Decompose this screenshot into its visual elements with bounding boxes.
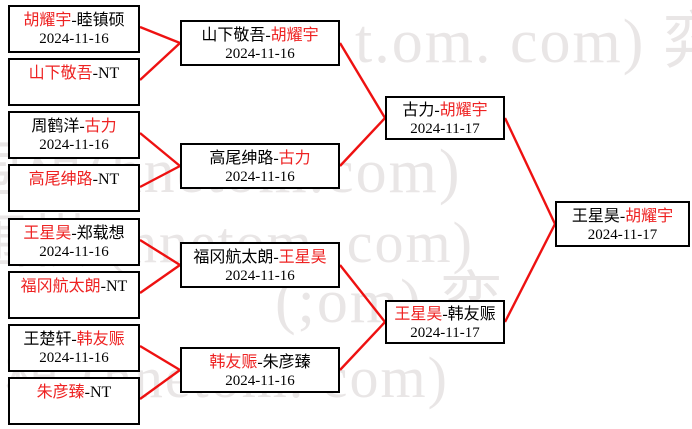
match-players: 韩友赈-朱彦臻 — [209, 354, 310, 372]
match-players: 山下敬吾-胡耀宇 — [201, 27, 318, 45]
player-separator: - — [434, 101, 440, 119]
match-date: 2024-11-16 — [39, 243, 109, 260]
match-date: 2024-11-16 — [225, 267, 295, 284]
player-separator: - — [265, 26, 271, 44]
match-box-r1-2[interactable]: 山下敬吾-NT — [8, 58, 140, 106]
player-separator: - — [92, 171, 98, 188]
player-left: 王星昊 — [23, 225, 72, 242]
player-left: 朱彦臻 — [36, 384, 85, 401]
match-date: 2024-11-17 — [587, 226, 658, 243]
player-separator: - — [257, 353, 263, 371]
match-players: 福冈航太朗-NT — [21, 278, 128, 296]
match-date: 2024-11-16 — [225, 168, 295, 185]
match-date: 2024-11-16 — [39, 349, 109, 366]
player-left: 福冈航太朗 — [20, 278, 101, 295]
player-separator: - — [84, 384, 90, 401]
player-right: 韩友赈 — [76, 331, 125, 348]
match-players: 山下敬吾-NT — [29, 65, 120, 83]
match-date: 2024-11-16 — [39, 136, 109, 153]
match-players: 高尾绅路-NT — [29, 171, 120, 189]
player-right: 古力 — [278, 149, 311, 167]
match-box-r1-8[interactable]: 朱彦臻-NT — [8, 377, 140, 425]
player-right: 朱彦臻 — [262, 353, 311, 371]
player-left: 山下敬吾 — [28, 65, 93, 82]
match-players: 王楚轩-韩友赈 — [23, 331, 124, 349]
player-left: 高尾绅路 — [28, 171, 93, 188]
match-players: 高尾绅路-古力 — [209, 150, 310, 168]
player-separator: - — [71, 225, 77, 242]
match-box-r1-7[interactable]: 王楚轩-韩友赈 2024-11-16 — [8, 324, 140, 372]
player-separator: - — [92, 65, 98, 82]
player-right: 胡耀宇 — [625, 207, 674, 225]
player-right: 睦镇硕 — [76, 12, 125, 29]
player-separator: - — [619, 207, 626, 225]
watermark-text: t.om. com) 弈 — [355, 8, 692, 76]
match-box-r1-6[interactable]: 福冈航太朗-NT — [8, 271, 140, 319]
player-left: 王星昊 — [394, 305, 443, 323]
match-box-r3-1[interactable]: 古力-胡耀宇 2024-11-17 — [385, 96, 505, 140]
match-box-r1-5[interactable]: 王星昊-郑载想 2024-11-16 — [8, 218, 140, 266]
player-right: NT — [98, 171, 120, 188]
match-date: 2024-11-17 — [410, 120, 480, 137]
match-box-r2-1[interactable]: 山下敬吾-胡耀宇 2024-11-16 — [180, 20, 340, 66]
match-players: 福冈航太朗-王星昊 — [193, 249, 326, 267]
match-date: 2024-11-16 — [225, 372, 295, 389]
match-box-r1-1[interactable]: 胡耀宇-睦镇硕 2024-11-16 — [8, 5, 140, 53]
match-players: 古力-胡耀宇 — [402, 102, 487, 120]
player-separator: - — [71, 12, 77, 29]
player-right: 韩友赈 — [447, 305, 496, 323]
player-separator: - — [79, 118, 85, 135]
match-players: 王星昊-郑载想 — [23, 225, 124, 243]
match-box-r1-4[interactable]: 高尾绅路-NT — [8, 164, 140, 212]
player-right: NT — [98, 65, 120, 82]
player-separator: - — [442, 305, 448, 323]
player-separator: - — [100, 278, 106, 295]
player-left: 韩友赈 — [209, 353, 258, 371]
match-box-final[interactable]: 王星昊-胡耀宇 2024-11-17 — [555, 201, 690, 247]
player-separator: - — [273, 149, 279, 167]
match-box-r2-2[interactable]: 高尾绅路-古力 2024-11-16 — [180, 143, 340, 189]
player-left: 山下敬吾 — [201, 26, 266, 44]
player-left: 古力 — [402, 101, 435, 119]
match-players: 胡耀宇-睦镇硕 — [23, 12, 124, 30]
player-left: 胡耀宇 — [23, 12, 72, 29]
player-right: NT — [90, 384, 112, 401]
player-left: 王星昊 — [571, 207, 620, 225]
player-separator: - — [71, 331, 77, 348]
match-box-r2-3[interactable]: 福冈航太朗-王星昊 2024-11-16 — [180, 242, 340, 288]
player-right: 王星昊 — [278, 248, 327, 266]
player-left: 福冈航太朗 — [193, 248, 274, 266]
match-box-r2-4[interactable]: 韩友赈-朱彦臻 2024-11-16 — [180, 347, 340, 393]
player-right: NT — [106, 278, 128, 295]
player-left: 王楚轩 — [23, 331, 72, 348]
match-players: 周鹤洋-古力 — [31, 118, 116, 136]
player-right: 郑载想 — [76, 225, 125, 242]
match-date: 2024-11-17 — [410, 324, 480, 341]
match-players: 王星昊-韩友赈 — [394, 306, 495, 324]
match-box-r1-3[interactable]: 周鹤洋-古力 2024-11-16 — [8, 111, 140, 159]
player-right: 古力 — [84, 118, 117, 135]
player-right: 胡耀宇 — [439, 101, 488, 119]
match-players: 朱彦臻-NT — [37, 384, 112, 402]
match-box-r3-2[interactable]: 王星昊-韩友赈 2024-11-17 — [385, 300, 505, 344]
match-players: 王星昊-胡耀宇 — [572, 208, 673, 226]
match-date: 2024-11-16 — [39, 30, 109, 47]
player-left: 周鹤洋 — [31, 118, 80, 135]
player-left: 高尾绅路 — [209, 149, 274, 167]
player-right: 胡耀宇 — [270, 26, 319, 44]
match-date: 2024-11-16 — [225, 45, 295, 62]
player-separator: - — [273, 248, 279, 266]
